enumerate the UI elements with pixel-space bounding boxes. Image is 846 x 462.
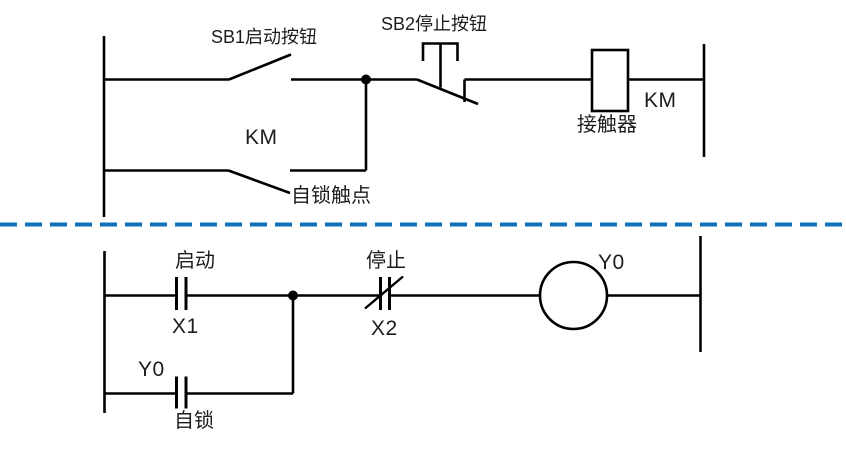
sb1-start-button-label: SB1启动按钮 xyxy=(211,27,318,47)
y0-feedback-contact-label: Y0 xyxy=(138,358,165,381)
x2-nc-contact-symbol xyxy=(364,275,404,310)
y0-no-contact-symbol xyxy=(175,376,188,409)
km-no-contact-blade xyxy=(228,169,291,195)
x2-address-label: X2 xyxy=(371,317,398,340)
contactor-coil-symbol xyxy=(590,48,630,113)
selflock-label: 自锁 xyxy=(174,410,214,432)
y0-output-coil-symbol xyxy=(538,260,609,331)
contactor-label: 接触器 xyxy=(577,114,637,136)
start-contact-label: 启动 xyxy=(175,250,215,272)
stop-contact-label: 停止 xyxy=(366,250,406,272)
km-coil-tag-label: KM xyxy=(644,89,677,112)
km-contact-tag-label: KM xyxy=(245,126,278,149)
junction-dot-top xyxy=(361,74,371,85)
sb2-nc-contact-blade xyxy=(416,78,479,106)
sb2-nc-pushbutton-symbol xyxy=(416,42,479,106)
x1-no-contact-symbol xyxy=(175,277,188,310)
relay-control-circuit xyxy=(102,36,706,217)
sb2-stop-button-label: SB2停止按钮 xyxy=(381,14,488,34)
x1-address-label: X1 xyxy=(172,315,199,338)
y0-coil-address-label: Y0 xyxy=(598,251,625,274)
x2-nc-slash xyxy=(364,275,404,310)
sb1-no-contact-blade xyxy=(228,53,292,81)
plc-ladder-diagram xyxy=(103,236,702,413)
selflock-contact-label: 自锁触点 xyxy=(291,185,371,207)
